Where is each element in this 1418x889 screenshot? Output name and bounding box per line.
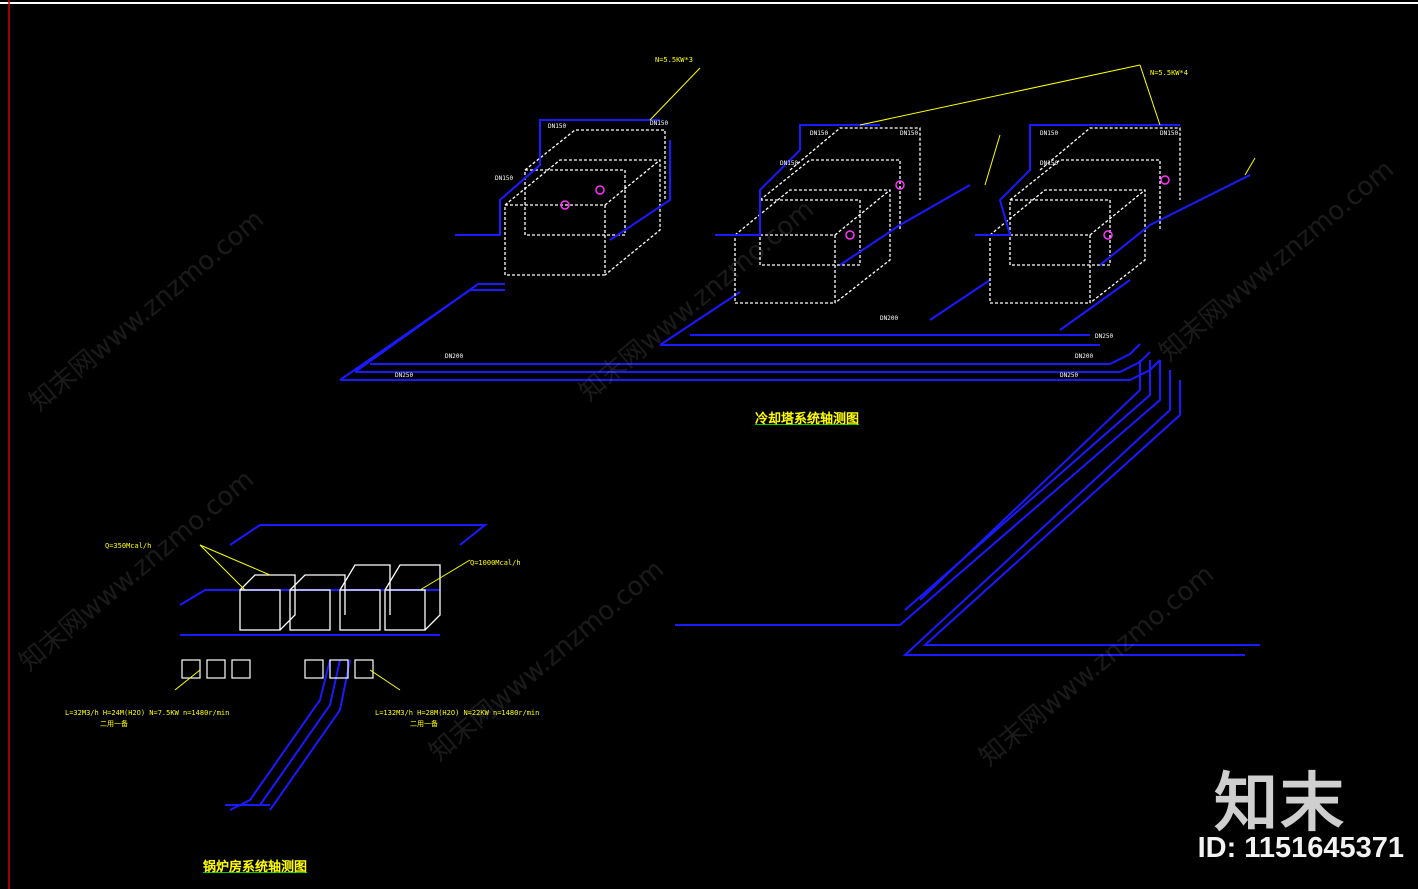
dn-label: DN150 bbox=[495, 175, 513, 182]
brand-logo: 知末 bbox=[1214, 767, 1346, 841]
leader-lines bbox=[649, 64, 1256, 186]
dn-label: DN150 bbox=[900, 130, 918, 137]
boiler-note-label-1: 二用一备 bbox=[100, 719, 128, 728]
boiler-spec-label-2: L=132M3/h H=28M(H2O) N=22KW n=1480r/min bbox=[375, 709, 539, 717]
heat-label-1: Q=350Mcal/h bbox=[105, 542, 151, 550]
dn-label: DN150 bbox=[1040, 160, 1058, 167]
dn-label: DN200 bbox=[1075, 353, 1093, 360]
cooling-main-pipes bbox=[339, 279, 1161, 381]
riser-pipes bbox=[675, 360, 1260, 656]
dn-label: DN150 bbox=[650, 120, 668, 127]
tower-spec-label-1: N=5.5KW*3 bbox=[655, 56, 693, 64]
cooling-tower-title: 冷却塔系统轴测图 bbox=[755, 412, 860, 427]
dn-label: DN150 bbox=[1040, 130, 1058, 137]
tower-spec-label-2: N=5.5KW*4 bbox=[1150, 69, 1188, 77]
dn-label: DN250 bbox=[1060, 372, 1078, 379]
boiler-leaders bbox=[174, 544, 471, 691]
dn-label: DN150 bbox=[780, 160, 798, 167]
boiler-units bbox=[239, 564, 441, 631]
boiler-note-label-2: 二用一备 bbox=[410, 719, 438, 728]
cooling-tower-2 bbox=[734, 127, 921, 304]
dn-labels: DN150 DN150 DN150 DN150 DN150 DN150 DN15… bbox=[395, 120, 1178, 379]
dn-label: DN200 bbox=[880, 315, 898, 322]
boiler-pipes bbox=[179, 524, 488, 811]
cooling-tower-1 bbox=[504, 129, 666, 276]
dn-label: DN250 bbox=[395, 372, 413, 379]
dn-label: DN150 bbox=[1160, 130, 1178, 137]
image-id-label: ID: 1151645371 bbox=[1197, 832, 1404, 864]
valves bbox=[560, 175, 1170, 240]
dn-label: DN150 bbox=[548, 123, 566, 130]
dn-label: DN150 bbox=[810, 130, 828, 137]
boiler-pumps bbox=[181, 659, 374, 679]
heat-label-2: Q=1000Mcal/h bbox=[470, 559, 521, 567]
dn-label: DN250 bbox=[1095, 333, 1113, 340]
boiler-room-title: 锅炉房系统轴测图 bbox=[203, 860, 308, 875]
cooling-tower-3 bbox=[989, 127, 1181, 304]
dn-label: DN200 bbox=[445, 353, 463, 360]
tower-branch-pipes bbox=[455, 119, 1251, 266]
boiler-spec-label-1: L=32M3/h H=24M(H2O) N=7.5KW n=1480r/min bbox=[65, 709, 229, 717]
